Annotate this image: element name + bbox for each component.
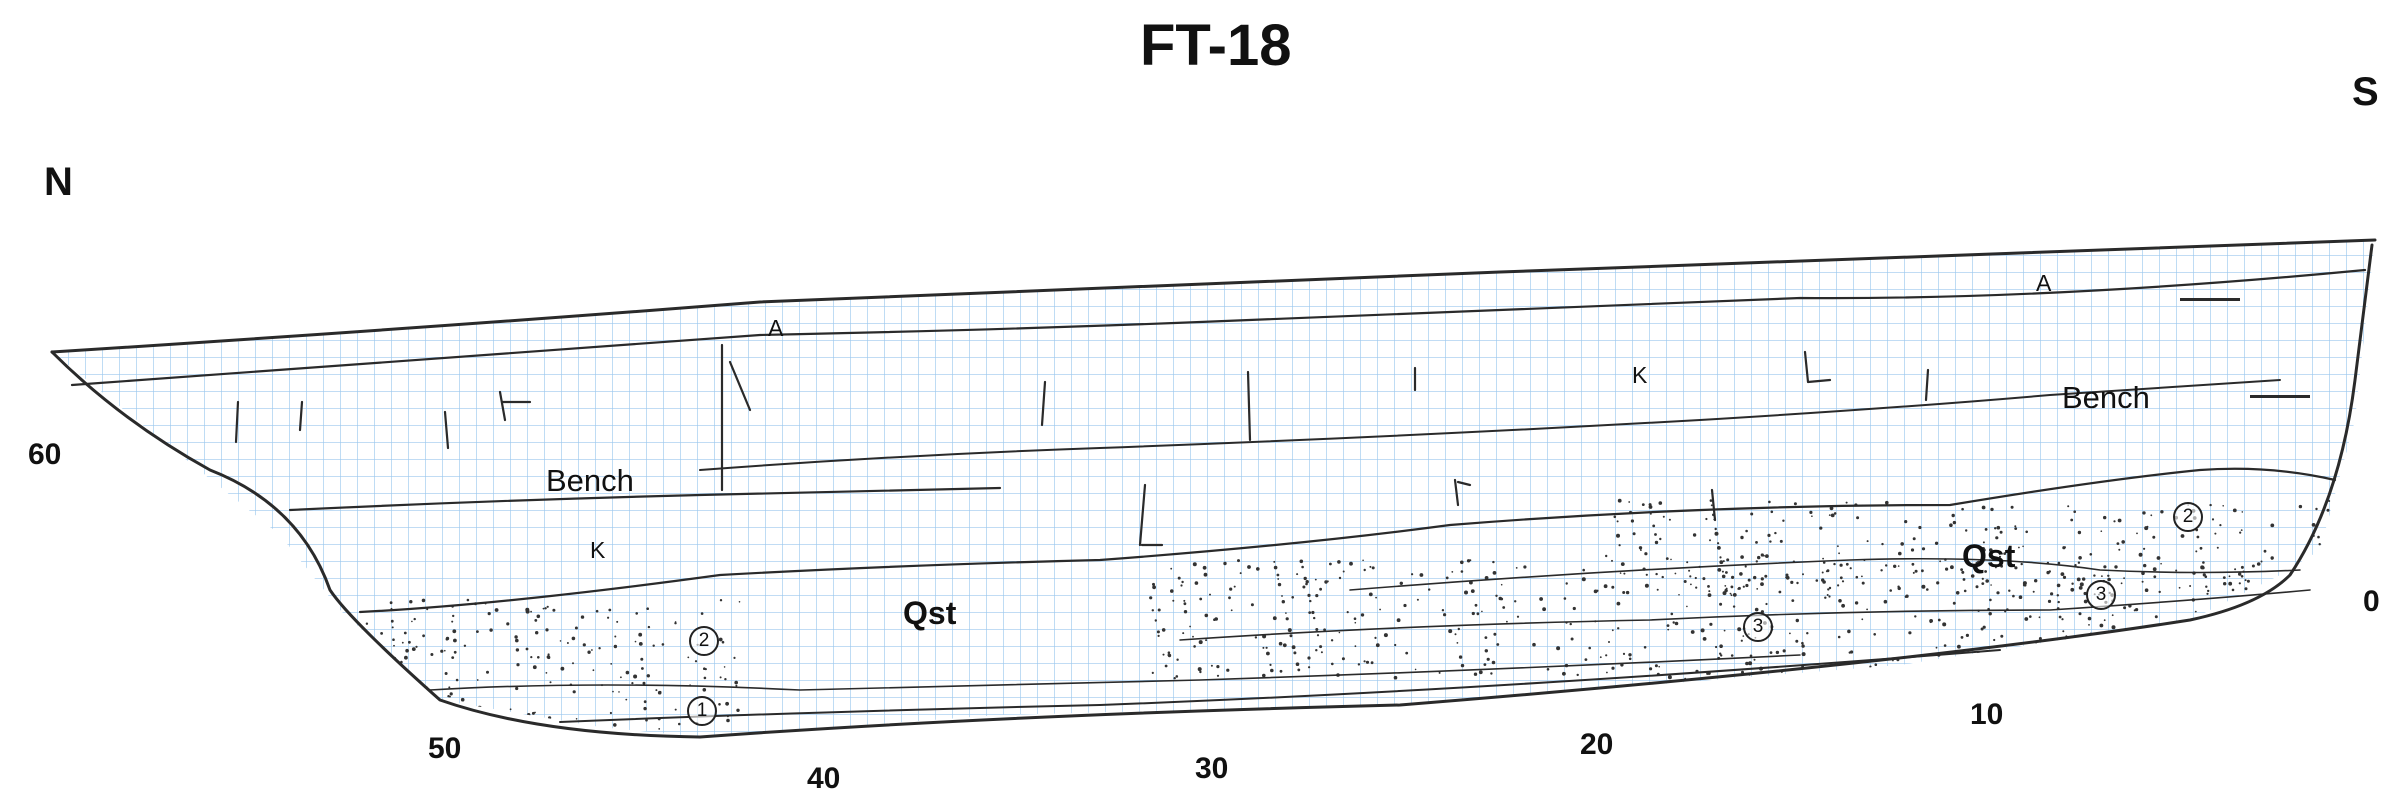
- bed-3-contact: [1179, 589, 2311, 641]
- tick-label-10: 10: [1970, 698, 2004, 731]
- bench-line-lower: [288, 486, 1002, 512]
- tick-label-0: 0: [2363, 585, 2380, 618]
- bed-2-contact: [1349, 557, 2301, 591]
- bench-label-north: Bench: [546, 463, 634, 498]
- bed-marker-1: 1: [687, 696, 717, 726]
- bench-line-upper: [699, 379, 2281, 471]
- tick-label-50: 50: [428, 732, 462, 765]
- bed-marker-2-south: 2: [2173, 502, 2203, 532]
- bed-marker-3-north: 3: [1743, 612, 1773, 642]
- south-label: S: [2352, 70, 2379, 114]
- unit-label-k-south: K: [1632, 362, 1648, 388]
- bench-label-south: Bench: [2062, 380, 2150, 415]
- bed-marker-3-south: 3: [2086, 580, 2116, 610]
- bench-marks: [234, 343, 1930, 547]
- tick-label-60: 60: [28, 438, 62, 471]
- qst-top-contact: [358, 467, 2337, 614]
- tick-label-40: 40: [807, 762, 841, 795]
- section-title: FT-18: [1140, 13, 1292, 78]
- soil-fleck-marks: [2180, 298, 2310, 398]
- soil-a-horizon-base: [70, 268, 2367, 387]
- tick-label-30: 30: [1195, 752, 1229, 785]
- qst-label-south: Qst: [1962, 538, 2016, 574]
- grid-paper: [52, 240, 2375, 737]
- tick-label-20: 20: [1580, 728, 1614, 761]
- bed-1-contact: [429, 654, 1801, 691]
- unit-label-a-south: A: [2036, 270, 2052, 296]
- unit-label-a-north: A: [768, 315, 784, 341]
- unit-label-k-north: K: [590, 537, 606, 563]
- trench-outline: [50, 243, 2374, 739]
- north-label: N: [44, 160, 73, 204]
- qst-label-north: Qst: [903, 595, 957, 631]
- ground-surface: [50, 238, 2377, 354]
- bed-marker-2-north: 2: [689, 626, 719, 656]
- basal-contact: [559, 649, 2001, 723]
